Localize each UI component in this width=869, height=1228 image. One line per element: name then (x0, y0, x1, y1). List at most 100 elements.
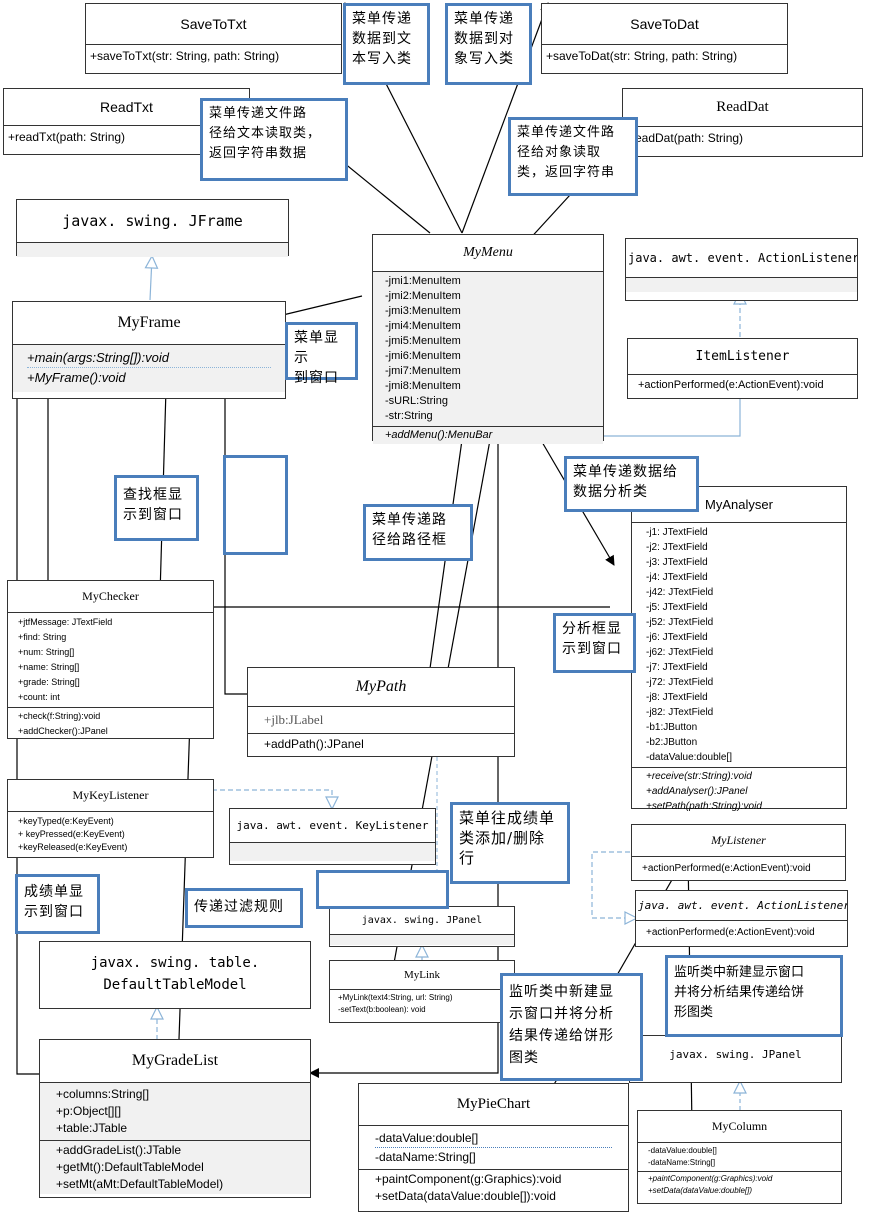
class-method: +setPath(path:String):void (646, 801, 762, 812)
class-name: javax. swing. JPanel (330, 907, 514, 935)
class-attribute: -dataValue:double[] (646, 752, 732, 763)
class-attribute: -j3: JTextField (646, 557, 708, 568)
class-method: +receive(str:String):void (646, 771, 752, 782)
class-mypiechart: MyPieChart -dataValue:double[] -dataName… (358, 1083, 629, 1212)
note-menu-txt-write: 菜单传递 数据到文 本写入类 (343, 3, 430, 85)
note-menu-obj-write: 菜单传递 数据到对 象写入类 (445, 3, 532, 85)
note-line: 数据分析类 (573, 484, 648, 500)
class-attribute: +find: String (18, 632, 67, 642)
class-name: java. awt. event. ActionListener (626, 239, 857, 278)
class-method: +actionPerformed(e:ActionEvent):void (646, 927, 815, 938)
class-jpanel-center: javax. swing. JPanel (329, 906, 515, 947)
class-attribute: +columns:String[] (56, 1087, 150, 1101)
note-menu-obj-read: 菜单传递文件路 径给对象读取 类，返回字符串 (508, 117, 638, 196)
note-empty-box-1 (223, 455, 288, 555)
class-myframe: MyFrame +main(args:String[]):void +MyFra… (12, 301, 286, 399)
class-name: java. awt. event. KeyListener (230, 809, 435, 843)
class-savetodat: SaveToDat +saveToDat(str: String, path: … (541, 3, 788, 74)
note-line: 径给文本读取类， (209, 126, 322, 141)
note-line: 监听类中新建显示窗口 (674, 965, 805, 980)
empty-section (230, 843, 435, 861)
class-method: +setMt(aMt:DefaultTableModel) (56, 1177, 224, 1191)
class-mylink: MyLink +MyLink(text4:String, url: String… (329, 960, 515, 1023)
class-name: MyPath (248, 668, 514, 707)
class-mylistener: MyListener +actionPerformed(e:ActionEven… (631, 824, 846, 881)
class-method: +check(f:String):void (18, 711, 101, 721)
class-method: +addPath():JPanel (264, 737, 364, 751)
note-listener-pie: 监听类中新建显 示窗口并将分析 结果传递给饼形 图类 (500, 973, 643, 1081)
class-savetotxt: SaveToTxt +saveToTxt(str: String, path: … (85, 3, 342, 74)
class-attribute: -j62: JTextField (646, 647, 714, 658)
class-method: -setText(b:boolean): void (338, 1005, 426, 1014)
note-line: 到窗口 (294, 370, 339, 386)
class-attribute: -jmi1:MenuItem (385, 275, 461, 287)
class-actionlistener-top: java. awt. event. ActionListener (625, 238, 858, 301)
class-method: +paintComponent(g:Graphics):void (648, 1174, 773, 1183)
note-line: 径给路径框 (372, 532, 447, 548)
class-method: +saveToTxt(str: String, path: String) (90, 49, 280, 63)
note-line: 数据到对 (454, 31, 514, 47)
class-name: javax. swing. JPanel (669, 1048, 802, 1061)
class-attribute: +count: int (18, 692, 60, 702)
class-attribute: -j42: JTextField (646, 587, 714, 598)
note-analyser-to-window: 分析框显 示到窗口 (553, 613, 636, 673)
class-name: MyColumn (638, 1111, 841, 1143)
class-attribute: -j2: JTextField (646, 542, 708, 553)
class-method: + keyPressed(e:KeyEvent) (18, 829, 125, 839)
class-name: javax. swing. JFrame (17, 200, 288, 243)
class-attribute: -j7: JTextField (646, 662, 708, 673)
note-line: 象写入类 (454, 51, 514, 67)
note-menu-txt-read: 菜单传递文件路 径给文本读取类， 返回字符串数据 (200, 98, 348, 181)
class-name: java. awt. event. ActionListener (636, 891, 847, 921)
class-attribute: -jmi2:MenuItem (385, 290, 461, 302)
note-line: 菜单显示 (294, 330, 339, 366)
empty-section (330, 935, 514, 945)
class-attribute: +jtfMessage: JTextField (18, 617, 113, 627)
class-attribute: -jmi6:MenuItem (385, 350, 461, 362)
class-method: +setData(dataValue:double[]):void (375, 1189, 556, 1203)
note-line: 示到窗口 (562, 641, 622, 657)
note-line: 行 (459, 849, 476, 867)
class-attribute: -str:String (385, 410, 433, 422)
class-attribute: -j6: JTextField (646, 632, 708, 643)
class-mypath: MyPath +jlb:JLabel +addPath():JPanel (247, 667, 515, 757)
note-line: 菜单往成绩单 (459, 809, 556, 827)
class-name: MyKeyListener (8, 780, 213, 812)
link-menu-itemlistener (602, 398, 741, 437)
class-method: +paintComponent(g:Graphics):void (375, 1172, 562, 1186)
note-line: 查找框显 (123, 487, 183, 503)
class-method: +actionPerformed(e:ActionEvent):void (638, 379, 824, 391)
class-attribute: -j52: JTextField (646, 617, 714, 628)
class-method: -readDat(path: String) (627, 131, 744, 145)
note-line: 分析框显 (562, 621, 622, 637)
class-mychecker: MyChecker +jtfMessage: JTextField +find:… (7, 580, 214, 739)
class-name: ReadTxt (4, 89, 249, 126)
class-attribute: +jlb:JLabel (264, 712, 324, 727)
note-line: 传递过滤规则 (194, 899, 284, 915)
class-jpanel-right: javax. swing. JPanel (629, 1035, 842, 1083)
note-menu-to-window: 菜单显示 到窗口 (285, 322, 358, 386)
assoc-menu-mypath (422, 439, 463, 698)
note-line: 图类 (509, 1050, 539, 1066)
class-attribute: -jmi4:MenuItem (385, 320, 461, 332)
note-menu-grade-add-delete: 菜单往成绩单 类添加/删除 行 (450, 802, 570, 884)
note-line: 监听类中新建显 (509, 984, 614, 1000)
class-attribute: -j8: JTextField (646, 692, 708, 703)
class-name: ReadDat (623, 89, 862, 127)
class-name: MyGradeList (40, 1040, 310, 1083)
class-name: SaveToTxt (86, 4, 341, 45)
class-attribute: -dataName:String[] (648, 1158, 716, 1167)
class-mycolumn: MyColumn -dataValue:double[] -dataName:S… (637, 1110, 842, 1204)
note-grade-to-window: 成绩单显 示到窗口 (15, 874, 100, 934)
note-line: 径给对象读取 (517, 145, 602, 160)
class-attribute: -b1:JButton (646, 722, 698, 733)
note-line: 示窗口并将分析 (509, 1006, 614, 1022)
inherit-mykeylistener-keylistener (212, 789, 332, 808)
class-attribute: -jmi8:MenuItem (385, 380, 461, 392)
class-method: +main(args:String[]):void (27, 349, 271, 368)
class-attribute: -j82: JTextField (646, 707, 714, 718)
class-attribute: -jmi3:MenuItem (385, 305, 461, 317)
note-line: 形图类 (674, 1005, 714, 1020)
class-name: SaveToDat (542, 4, 787, 45)
note-checker-to-window: 查找框显 示到窗口 (114, 475, 199, 541)
